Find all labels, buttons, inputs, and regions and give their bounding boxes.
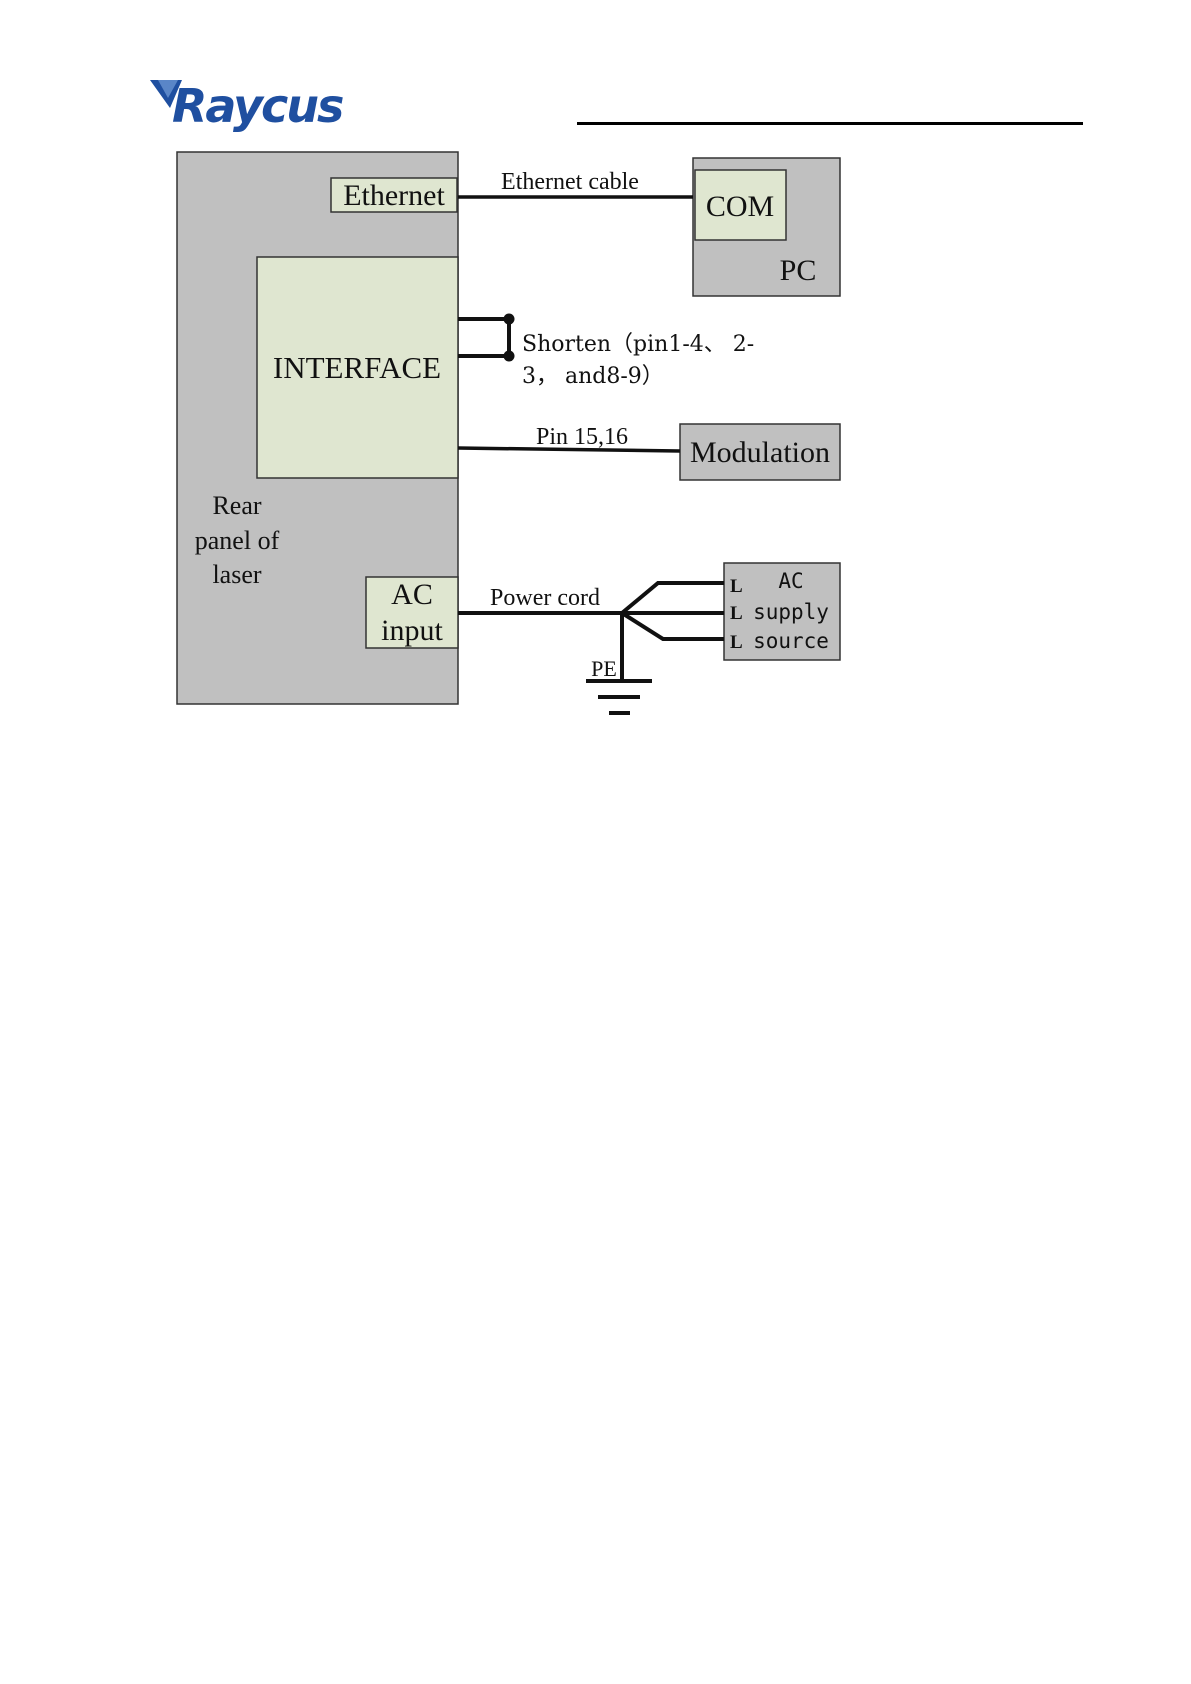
pin-label: Pin 15,16 <box>536 424 628 450</box>
modulation-label: Modulation <box>690 436 830 469</box>
shorting-jumper <box>458 319 509 356</box>
com-label: COM <box>706 190 774 223</box>
ac-input-label-2: input <box>381 614 443 647</box>
ground-label: PE <box>591 656 617 681</box>
rear-panel-label-3: laser <box>212 560 261 589</box>
interface-label: INTERFACE <box>273 350 441 385</box>
ac-terminal-l3: L <box>730 632 743 653</box>
rear-panel-label-2: panel of <box>195 526 280 555</box>
power-cord-label: Power cord <box>490 585 600 611</box>
jumper-node-bottom <box>504 351 515 362</box>
ac-supply-label-2: supply <box>753 600 829 624</box>
wiring-diagram: Rear panel of laser Ethernet INTERFACE A… <box>0 0 1191 760</box>
ac-supply-label-3: source <box>753 629 829 653</box>
ethernet-cable-label: Ethernet cable <box>501 169 639 195</box>
pc-label: PC <box>780 254 817 287</box>
ethernet-port-label: Ethernet <box>343 179 445 212</box>
shorten-label-2: 3， and8-9） <box>522 364 664 389</box>
shorten-label-1: Shorten（pin1-4、 2- <box>522 332 754 357</box>
rear-panel-label-1: Rear <box>212 491 261 520</box>
ac-input-label-1: AC <box>391 578 433 611</box>
jumper-node-top <box>504 314 515 325</box>
ac-terminal-l1: L <box>730 576 743 597</box>
ac-supply-label-1: AC <box>778 569 803 593</box>
ac-terminal-l2: L <box>730 603 743 624</box>
ground-symbol <box>586 681 652 713</box>
